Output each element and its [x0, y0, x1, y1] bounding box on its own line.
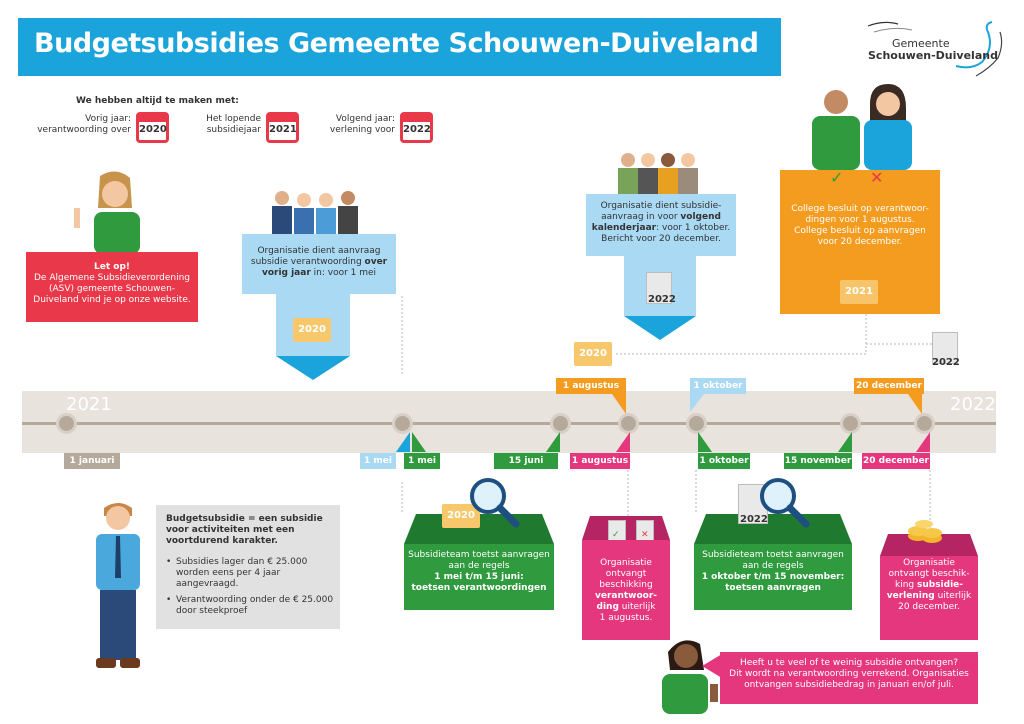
timeline-node [840, 413, 861, 434]
toets2-box [694, 544, 852, 610]
people-group-icon [618, 153, 698, 194]
folder-icon: 2020 [442, 504, 480, 528]
check-icon: ✓ [612, 530, 620, 540]
person-woman-icon [662, 640, 718, 714]
definition-box [156, 505, 340, 629]
question-box [720, 652, 978, 704]
check-icon: ✓ [830, 168, 844, 187]
toets1-text: Subsidieteam toetst aanvragen aan de reg… [408, 550, 550, 593]
definition-heading: Budgetsubsidie = een subsidie voor activ… [166, 514, 323, 546]
document-icon [646, 272, 672, 304]
people-college-icon [812, 84, 912, 170]
tag-20-december-top: 20 december [854, 378, 924, 394]
logo-line1: Gemeente [892, 37, 950, 50]
toets2-text: Subsidieteam toetst aanvragen aan de reg… [701, 550, 845, 593]
tag-15-november: 15 november [784, 453, 852, 469]
speech-pointer [702, 654, 722, 678]
timeline-node [686, 413, 707, 434]
document-icon [932, 332, 958, 364]
beschikking1-text: Organisatie ontvangt beschikking verantw… [594, 558, 658, 623]
definition-bullet-2: Verantwoording onder de € 25.000 door st… [176, 595, 334, 616]
pink-box-top [880, 534, 978, 556]
tag-15-juni: 15 juni [494, 453, 558, 469]
verantwoording-text: Organisatie dient aanvraag subsidie vera… [250, 246, 388, 278]
beschikking2-text: Organisatie ontvangt beschik- king subsi… [886, 558, 972, 612]
calendar-icon: 2020 [136, 112, 169, 143]
calendar-icon: 2021 [266, 112, 299, 143]
timeline-node [392, 413, 413, 434]
green-box-top [694, 514, 852, 544]
letop-box [26, 252, 198, 322]
document-year: 2022 [932, 357, 960, 368]
definition-bullet-1: Subsidies lager dan € 25.000 worden eens… [176, 557, 308, 589]
year-end: 2022 [950, 394, 996, 415]
timeline-node [56, 413, 77, 434]
timeline-line [22, 422, 996, 425]
tag-20-december: 20 december [862, 453, 930, 469]
title-bar [18, 18, 781, 76]
tag-1-oktober-top: 1 oktober [690, 378, 746, 394]
timeline-node [550, 413, 571, 434]
magnifier-icon [760, 478, 810, 528]
folder-icon: 2021 [840, 280, 878, 304]
pink-box-top [582, 516, 670, 540]
verantwoording-box [242, 234, 396, 294]
aanvraag-text: Organisatie dient subsidie- aanvraag in … [591, 201, 731, 244]
logo-line2: Schouwen-Duiveland [868, 49, 998, 62]
document-year: 2022 [648, 294, 676, 305]
college-text: College besluit op verantwoor- dingen vo… [791, 204, 929, 247]
cross-icon: ✕ [641, 530, 649, 540]
coins-icon [908, 520, 942, 543]
person-woman-icon [74, 171, 140, 254]
person-man-icon [96, 503, 140, 668]
year-start: 2021 [66, 394, 112, 415]
question-text: Heeft u te veel of te weinig subsidie on… [729, 658, 969, 690]
tag-1-mei-green: 1 mei [404, 453, 440, 469]
intro-label-3: Volgend jaar:verlening voor [329, 114, 395, 135]
timeline-node [914, 413, 935, 434]
magnifier-icon [470, 478, 520, 528]
bullet-icon: • [166, 595, 172, 605]
logo-icon [867, 21, 1003, 77]
tag-1-mei-blue: 1 mei [360, 453, 396, 469]
tag-1-oktober: 1 oktober [698, 453, 750, 469]
timeline-node [618, 413, 639, 434]
intro-heading: We hebben altijd te maken met: [76, 96, 239, 106]
blue-arrow [624, 256, 696, 340]
tag-1-augustus: 1 augustus [570, 453, 630, 469]
people-group-icon [272, 191, 358, 234]
toets1-box [404, 544, 554, 610]
document-year: 2022 [740, 514, 768, 525]
page-title: Budgetsubsidies Gemeente Schouwen-Duivel… [34, 28, 759, 59]
calendar-icon: 2022 [400, 112, 433, 143]
tag-1-januari: 1 januari [64, 453, 120, 469]
bullet-icon: • [166, 557, 172, 567]
beschikking1-box [582, 540, 670, 640]
folder-icon: 2020 [293, 318, 331, 342]
intro-label-1: Vorig jaar:verantwoording over [37, 114, 131, 135]
beschikking2-box [880, 556, 978, 640]
cross-icon: ✕ [870, 168, 884, 187]
tag-1-augustus-top: 1 augustus [556, 378, 626, 394]
letop-text: Let op! De Algemene Subsidieverordening … [33, 262, 191, 305]
folder-icon: 2020 [574, 342, 612, 366]
aanvraag-box [586, 194, 736, 256]
